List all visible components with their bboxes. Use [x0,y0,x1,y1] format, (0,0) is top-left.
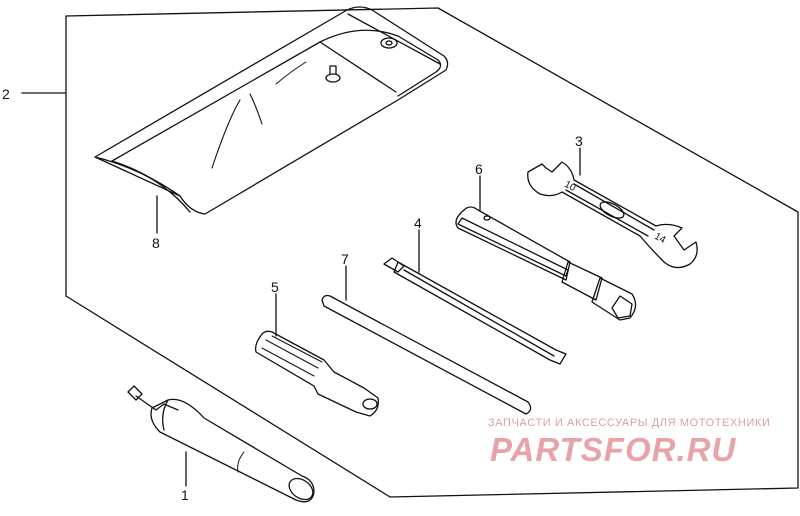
callout-1: 1 [181,487,189,503]
watermark-subtitle: ЗАПЧАСТИ И АКСЕССУАРЫ ДЛЯ МОТОТЕХНИКИ [488,417,771,429]
tool-bag [94,6,449,215]
kit-boundary [65,7,799,498]
callout-5: 5 [271,279,279,295]
callout-7: 7 [341,251,349,267]
plug-wrench [455,206,637,321]
callout-8: 8 [152,235,160,251]
callout-4: 4 [414,215,422,231]
callout-6: 6 [475,161,483,177]
screwdriver-handle [254,330,379,417]
grip-handle [127,385,315,503]
extension-bar [321,294,532,415]
open-end-wrench [527,161,698,269]
watermark-logo: PARTSFOR.RU [490,431,737,468]
callout-3: 3 [575,133,583,149]
callout-2: 2 [2,86,10,102]
screwdriver-blade [383,257,567,365]
